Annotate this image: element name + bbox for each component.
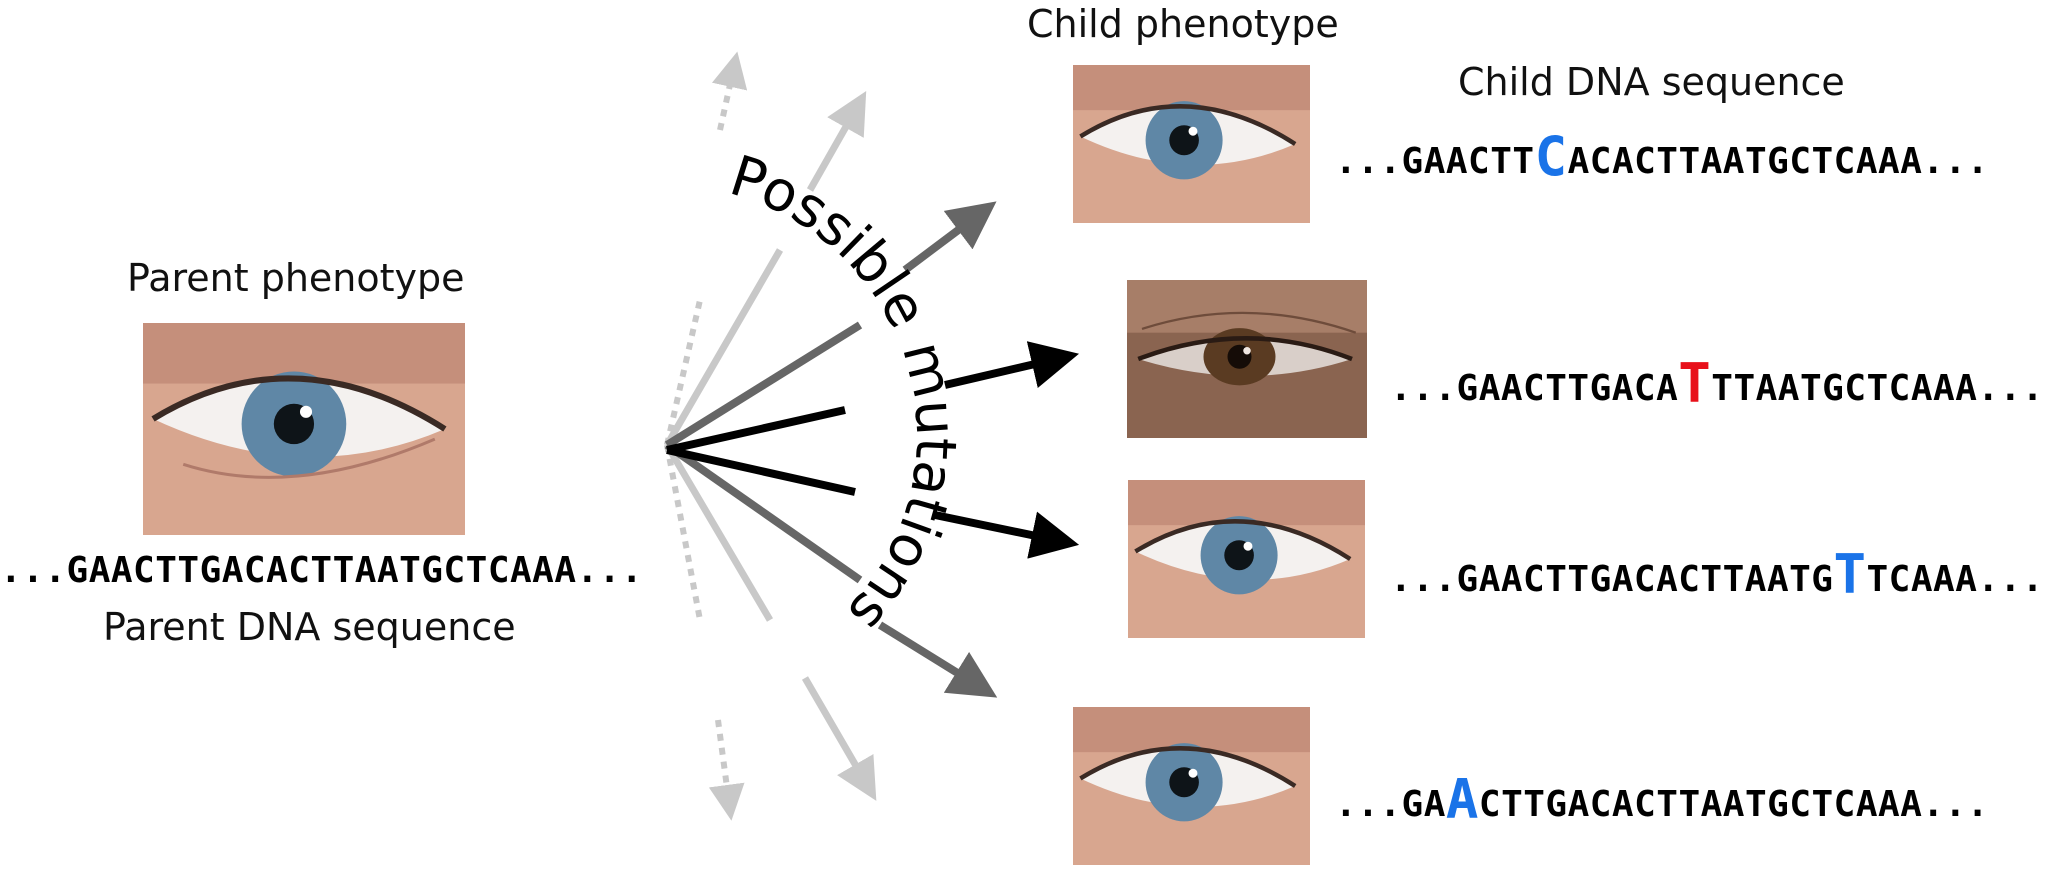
- gray-arrow-bottom-b: [877, 621, 998, 698]
- gray-arrow-top-a: [664, 321, 863, 449]
- sequence-after: TCAAA...: [1866, 559, 2044, 600]
- child-phenotype-label: Child phenotype: [1027, 2, 1339, 46]
- child-eye-image-2: [1127, 280, 1367, 438]
- sequence-before: ...GAACTTGACACTTAATG: [1390, 559, 1834, 600]
- light-arrow-top-b: [806, 91, 867, 192]
- sequence-before: ...GAACTTGACA: [1390, 368, 1679, 409]
- dotted-arrow-top: [664, 62, 735, 446]
- black-arrow-lower-b: [934, 511, 1080, 559]
- black-arrow-lower-a: [666, 446, 856, 496]
- sequence-before: ...GA: [1335, 784, 1446, 825]
- sequence-after: CTTGACACTTAATGCTCAAA...: [1478, 784, 1989, 825]
- mutation-base: T: [1678, 352, 1712, 415]
- sequence-after: TTAATGCTCAAA...: [1711, 368, 2044, 409]
- parent-phenotype-label: Parent phenotype: [127, 256, 465, 300]
- parent-dna-label: Parent DNA sequence: [103, 605, 516, 649]
- mutation-base: A: [1445, 768, 1479, 831]
- child-dna-label: Child DNA sequence: [1458, 60, 1845, 104]
- child-dna-sequence-2: ...GAACTTGACATTTAATGCTCAAA...: [1390, 352, 2044, 415]
- mutation-base: C: [1534, 125, 1568, 188]
- child-eye-image-4: [1073, 707, 1310, 865]
- sequence-after: ACACTTAATGCTCAAA...: [1567, 141, 1989, 182]
- black-arrow-upper-a: [666, 406, 846, 454]
- light-arrow-top-a: [663, 248, 784, 447]
- child-dna-sequence-4: ...GAACTTGACACTTAATGCTCAAA...: [1335, 768, 1989, 831]
- gray-arrow-bottom-a: [664, 441, 863, 584]
- gray-arrow-top-b: [902, 201, 997, 274]
- sequence-before: ...GAACTT: [1335, 141, 1535, 182]
- mutation-base: T: [1833, 543, 1867, 606]
- black-arrow-upper-b: [944, 341, 1080, 389]
- parent-eye-image: [143, 323, 465, 535]
- child-dna-sequence-3: ...GAACTTGACACTTAATGTTCAAA...: [1390, 543, 2044, 606]
- dotted-arrow-bottom: [664, 444, 730, 810]
- child-dna-sequence-1: ...GAACTTCACACTTAATGCTCAAA...: [1335, 125, 1989, 188]
- light-arrow-bottom-a: [663, 443, 774, 622]
- parent-dna-sequence: ...GAACTTGACACTTAATGCTCAAA...: [0, 550, 644, 591]
- light-arrow-bottom-b: [801, 676, 877, 801]
- child-eye-image-1: [1073, 65, 1310, 223]
- child-eye-image-3: [1128, 480, 1365, 638]
